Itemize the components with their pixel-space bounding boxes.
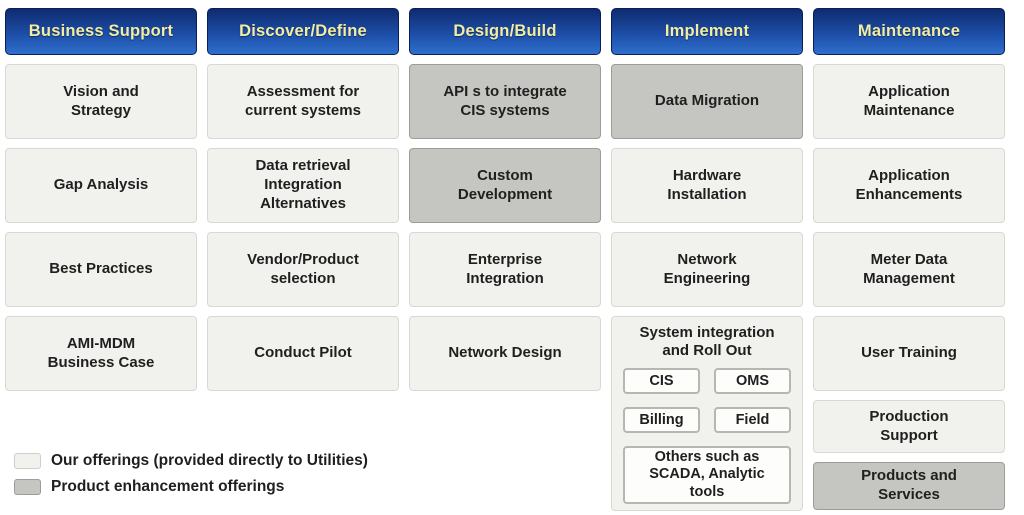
legend-swatch-our-offerings <box>14 453 41 469</box>
card-custom-development: Custom Development <box>409 148 601 223</box>
card-production-support: Production Support <box>813 400 1005 453</box>
column-header-implement: Implement <box>611 8 803 55</box>
card-hardware-installation: Hardware Installation <box>611 148 803 223</box>
column-business-support: Business Support Vision and Strategy Gap… <box>5 8 197 511</box>
card-data-retrieval-integration-alternatives: Data retrieval Integration Alternatives <box>207 148 399 223</box>
card-assessment-current-systems: Assessment for current systems <box>207 64 399 139</box>
card-user-training: User Training <box>813 316 1005 391</box>
card-enterprise-integration: Enterprise Integration <box>409 232 601 307</box>
card-ami-mdm-business-case: AMI-MDM Business Case <box>5 316 197 391</box>
group-system-integration-rollout: System integration and Roll Out CIS OMS … <box>611 316 803 511</box>
card-data-migration: Data Migration <box>611 64 803 139</box>
card-application-enhancements: Application Enhancements <box>813 148 1005 223</box>
card-products-and-services: Products and Services <box>813 462 1005 510</box>
column-header-design-build: Design/Build <box>409 8 601 55</box>
column-header-business-support: Business Support <box>5 8 197 55</box>
system-integration-subgrid: CIS OMS Billing Field Others such as SCA… <box>623 368 791 504</box>
column-design-build: Design/Build API s to integrate CIS syst… <box>409 8 601 511</box>
column-maintenance: Maintenance Application Maintenance Appl… <box>813 8 1005 511</box>
group-title: System integration and Roll Out <box>639 324 775 359</box>
subcard-field: Field <box>714 407 791 433</box>
columns-container: Business Support Vision and Strategy Gap… <box>5 8 1005 511</box>
card-apis-to-integrate-cis-systems: API s to integrate CIS systems <box>409 64 601 139</box>
column-implement: Implement Data Migration Hardware Instal… <box>611 8 803 511</box>
card-best-practices: Best Practices <box>5 232 197 307</box>
subcard-oms: OMS <box>714 368 791 394</box>
legend-row-product-enhancement: Product enhancement offerings <box>14 478 368 496</box>
card-meter-data-management: Meter Data Management <box>813 232 1005 307</box>
column-discover-define: Discover/Define Assessment for current s… <box>207 8 399 511</box>
card-conduct-pilot: Conduct Pilot <box>207 316 399 391</box>
legend-label-our-offerings: Our offerings (provided directly to Util… <box>51 452 368 469</box>
card-gap-analysis: Gap Analysis <box>5 148 197 223</box>
column-header-maintenance: Maintenance <box>813 8 1005 55</box>
legend-row-our-offerings: Our offerings (provided directly to Util… <box>14 452 368 470</box>
subcard-billing: Billing <box>623 407 700 433</box>
card-application-maintenance: Application Maintenance <box>813 64 1005 139</box>
legend: Our offerings (provided directly to Util… <box>14 452 368 504</box>
legend-label-product-enhancement: Product enhancement offerings <box>51 478 285 495</box>
subcard-cis: CIS <box>623 368 700 394</box>
legend-swatch-product-enhancement <box>14 479 41 495</box>
card-vision-and-strategy: Vision and Strategy <box>5 64 197 139</box>
card-vendor-product-selection: Vendor/Product selection <box>207 232 399 307</box>
subcard-others-scada-analytic-tools: Others such as SCADA, Analytic tools <box>623 446 791 504</box>
card-network-design: Network Design <box>409 316 601 391</box>
column-header-discover-define: Discover/Define <box>207 8 399 55</box>
card-network-engineering: Network Engineering <box>611 232 803 307</box>
